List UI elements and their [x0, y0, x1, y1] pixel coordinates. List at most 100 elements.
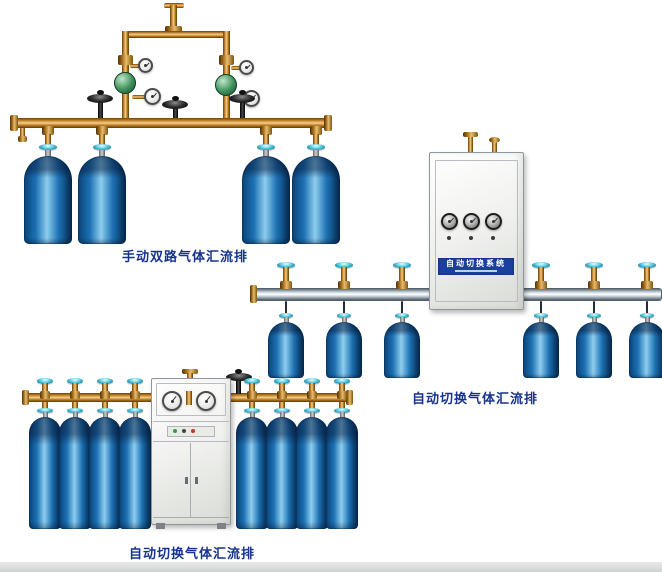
gas-cylinder: [576, 322, 612, 378]
cabinet-divider: [153, 441, 229, 442]
connection-hose: [285, 301, 287, 315]
gauge-arm: [130, 64, 140, 68]
pipe-fitting: [260, 126, 272, 135]
pipe-fitting: [40, 391, 50, 399]
pipe-fitting: [70, 391, 80, 399]
feed-pipe: [170, 5, 177, 38]
cylinder-valve: [342, 317, 347, 323]
valve-handwheel-cyan: [638, 262, 656, 268]
header-end-cap: [22, 390, 29, 405]
cylinder-valve: [539, 317, 544, 323]
cabinet-nameplate-text: 自动切换系统: [446, 259, 506, 268]
pipe-fitting: [100, 391, 110, 399]
valve-handwheel-cyan: [334, 408, 350, 413]
cabinet-divider: [153, 421, 229, 422]
cabinet-door: [435, 160, 518, 302]
cylinder-valve: [45, 150, 51, 157]
header-end-cap: [324, 115, 332, 131]
valve-body: [591, 267, 597, 288]
valve-handwheel-cyan: [304, 378, 320, 384]
valve-body: [399, 267, 405, 288]
cylinder-valve: [592, 317, 597, 323]
valve-body: [102, 383, 108, 394]
valve-stem: [173, 106, 178, 118]
cabinet-door-split: [190, 443, 191, 517]
cylinder-valve: [310, 412, 315, 418]
cylinder-valve: [99, 150, 105, 157]
gas-cylinder: [266, 417, 298, 529]
cabinet-nameplate: 自动切换系统: [438, 258, 514, 275]
valve-stem: [236, 380, 241, 394]
drop-pipe: [309, 402, 315, 410]
pipe-fitting: [396, 281, 408, 289]
cabinet-gauge: [196, 391, 216, 411]
gas-cylinder: [89, 417, 121, 529]
valve-handwheel-cyan: [334, 378, 350, 384]
gas-cylinder: [24, 156, 72, 244]
valve-hub: [235, 369, 242, 374]
valve-body: [339, 383, 345, 394]
valve-handwheel-cyan: [532, 262, 550, 268]
pressure-gauge: [239, 60, 254, 75]
valve-hub: [97, 90, 104, 95]
pipe-fitting: [130, 391, 140, 399]
connection-hose: [646, 301, 648, 315]
valve-handwheel-cyan: [93, 144, 111, 150]
valve-hub: [172, 96, 179, 101]
pressure-gauge: [144, 88, 161, 105]
valve-handwheel-cyan: [97, 408, 113, 413]
cylinder-valve: [400, 317, 405, 323]
valve-stem: [240, 100, 245, 118]
cabinet-pipe-stub: [492, 142, 497, 153]
connection-hose: [343, 301, 345, 315]
valve-handwheel-cyan: [534, 313, 548, 318]
header-pipe: [14, 118, 326, 128]
valve-handwheel-cyan: [335, 262, 353, 268]
cabinet-gauge: [485, 213, 502, 230]
drain-stub: [20, 128, 25, 137]
valve-handwheel-black: [87, 94, 113, 103]
valve-body: [72, 383, 78, 394]
pipe-fitting: [307, 391, 317, 399]
valve-handwheel-cyan: [39, 144, 57, 150]
valve-body: [309, 383, 315, 394]
valve-stem: [98, 100, 103, 118]
drop-pipe: [279, 402, 285, 410]
valve-handwheel-black: [226, 373, 252, 381]
pipe-fitting: [338, 281, 350, 289]
gas-cylinder: [29, 417, 61, 529]
valve-handwheel-cyan: [97, 378, 113, 384]
gas-cylinder: [523, 322, 559, 378]
indicator-light: [173, 429, 177, 433]
gas-cylinder: [119, 417, 151, 529]
gas-cylinder: [384, 322, 420, 378]
cylinder-valve: [284, 317, 289, 323]
auto-switch-manifold-figure: 自动切换系统 自动切换气体汇流排: [250, 130, 662, 406]
pipe-fitting: [277, 391, 287, 399]
valve-body: [341, 267, 347, 288]
valve-handwheel-cyan: [279, 313, 293, 318]
valve-handwheel-cyan: [127, 378, 143, 384]
cabinet-panel: [156, 383, 226, 416]
pipe-fitting: [535, 281, 547, 289]
cylinder-valve: [133, 412, 138, 418]
valve-handwheel-cyan: [304, 408, 320, 413]
header-end-cap: [346, 390, 353, 405]
gauge-arm: [132, 95, 146, 99]
valve-handwheel-cyan: [277, 262, 295, 268]
cabinet-gauge: [441, 213, 458, 230]
valve-handwheel-cyan: [37, 378, 53, 384]
valve-body: [538, 267, 544, 288]
drop-pipe: [99, 134, 105, 146]
header-end-cap: [10, 115, 18, 131]
auto-switch-double-bank-figure: 自动切换气体汇流排: [20, 365, 365, 565]
cabinet-foot: [217, 523, 226, 529]
drop-pipe: [45, 134, 51, 146]
pipe-fitting: [42, 126, 54, 135]
drop-pipe: [132, 402, 138, 410]
gas-cylinder: [236, 417, 268, 529]
gas-cylinder: [296, 417, 328, 529]
cylinder-valve: [263, 150, 269, 157]
pipe-fitting: [247, 391, 257, 399]
gas-cylinder: [78, 156, 126, 244]
